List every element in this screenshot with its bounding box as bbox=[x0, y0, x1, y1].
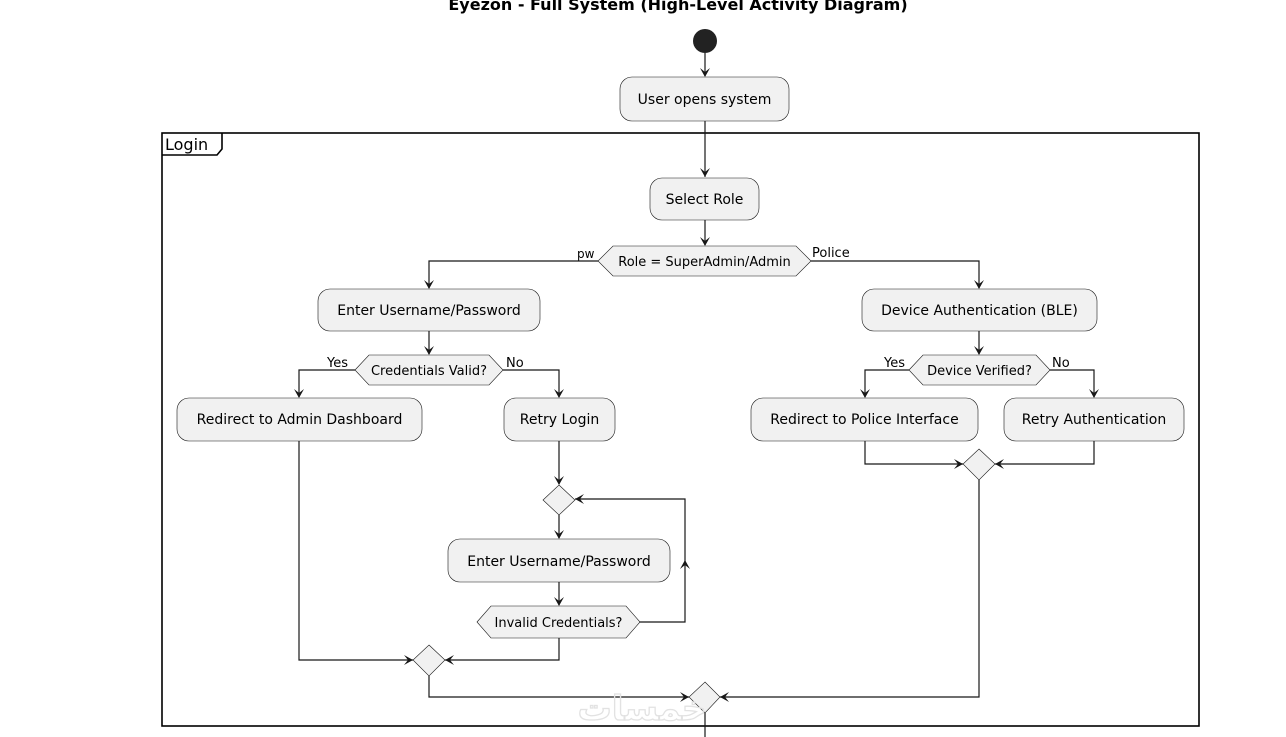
login-partition: Login bbox=[161, 132, 1200, 727]
diagram-title: Eyezon - Full System (High-Level Activit… bbox=[448, 0, 907, 14]
decision-invalid-credentials: Invalid Credentials? bbox=[476, 605, 641, 639]
decision-label: Device Verified? bbox=[927, 364, 1032, 379]
action-user-opens-system: User opens system bbox=[619, 76, 790, 122]
action-label: Retry Authentication bbox=[1022, 412, 1166, 428]
start-node bbox=[693, 29, 717, 53]
merge-diamond-retry bbox=[542, 484, 576, 516]
merge-diamond-login bbox=[412, 644, 446, 677]
merge-diamond-police bbox=[962, 448, 996, 481]
action-label: Device Authentication (BLE) bbox=[881, 303, 1078, 319]
edge-label-device-no: No bbox=[1052, 356, 1070, 371]
action-enter-credentials-loop: Enter Username/Password bbox=[447, 538, 671, 583]
edge-label-cred-yes: Yes bbox=[326, 356, 348, 371]
edge-label-role-yes: pw bbox=[577, 247, 595, 261]
action-label: Retry Login bbox=[520, 412, 599, 428]
decision-label: Role = SuperAdmin/Admin bbox=[618, 255, 791, 270]
action-label: Redirect to Police Interface bbox=[770, 412, 958, 428]
edge-label-role-no: Police bbox=[812, 246, 850, 261]
decision-label: Invalid Credentials? bbox=[495, 616, 623, 631]
partition-label: Login bbox=[165, 135, 208, 154]
decision-credentials-valid: Credentials Valid? Yes No bbox=[326, 354, 524, 386]
action-device-authentication: Device Authentication (BLE) bbox=[861, 288, 1098, 332]
merge-diamond-final bbox=[688, 681, 721, 714]
action-label: Select Role bbox=[666, 192, 744, 208]
decision-role: Role = SuperAdmin/Admin pw Police bbox=[577, 245, 850, 277]
edge-label-device-yes: Yes bbox=[883, 356, 905, 371]
action-label: User opens system bbox=[638, 92, 772, 108]
action-label: Enter Username/Password bbox=[337, 303, 521, 319]
edge-label-cred-no: No bbox=[506, 356, 524, 371]
decision-label: Credentials Valid? bbox=[371, 364, 487, 379]
decision-device-verified: Device Verified? Yes No bbox=[883, 354, 1070, 386]
action-enter-credentials: Enter Username/Password bbox=[317, 288, 541, 332]
action-redirect-police-interface: Redirect to Police Interface bbox=[750, 397, 979, 442]
action-label: Enter Username/Password bbox=[467, 554, 651, 570]
action-retry-login: Retry Login bbox=[503, 397, 616, 442]
action-select-role: Select Role bbox=[649, 177, 760, 221]
action-label: Redirect to Admin Dashboard bbox=[197, 412, 403, 428]
edges bbox=[294, 53, 1099, 737]
watermark-logo: خمسات bbox=[578, 689, 707, 729]
action-redirect-admin-dashboard: Redirect to Admin Dashboard bbox=[176, 397, 423, 442]
action-retry-authentication: Retry Authentication bbox=[1003, 397, 1185, 442]
